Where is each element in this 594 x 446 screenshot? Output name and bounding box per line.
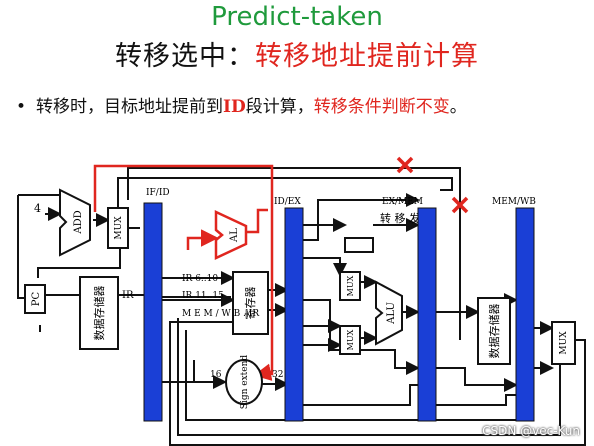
- data-memory: [477, 297, 511, 365]
- watermark: CSDN @vec-Kun: [482, 424, 580, 438]
- alu-label: ALU: [386, 302, 397, 325]
- removed-path-marks: [396, 156, 469, 214]
- title-prefix: 转移选中：: [115, 41, 255, 72]
- sign-extend: [225, 359, 263, 405]
- pc-mux-label: MUX: [114, 216, 124, 240]
- ex-mem-register: [417, 207, 437, 422]
- branch-condition-box: [344, 237, 374, 253]
- alu-mux-a-label: MUX: [346, 275, 355, 296]
- pc-mux: [107, 207, 129, 249]
- alu-mux-b-label: MUX: [346, 329, 355, 350]
- wires: [17, 167, 586, 446]
- adder: [59, 188, 91, 257]
- pc-register: [24, 284, 46, 314]
- register-file-label: 寄存器: [243, 287, 257, 320]
- branch-target-adder: [214, 210, 248, 260]
- stage-label-mem-wb: MEM/WB: [492, 197, 536, 207]
- new-branch-path: [93, 164, 274, 381]
- bullet-text-1: 转移时，目标地址提前到: [36, 97, 223, 117]
- bits-16-label: 16: [210, 370, 222, 380]
- bullet-point: • 转移时，目标地址提前到ID段计算，转移条件判断不变。: [16, 92, 467, 117]
- alu-mux-a: [339, 271, 361, 301]
- if-id-register: [143, 202, 163, 422]
- bullet-text-bold: ID: [223, 97, 246, 117]
- mem-wb-ir-label: M E M / W B . IR: [182, 309, 259, 319]
- slide-subtitle: Predict-taken: [211, 2, 383, 32]
- instruction-memory: [79, 276, 119, 350]
- writeback-mux-label: MUX: [559, 331, 569, 355]
- pc-label: PC: [31, 291, 42, 306]
- instruction-memory-label: 数据存储器: [92, 286, 106, 341]
- stage-label-id-ex: ID/EX: [274, 197, 301, 207]
- data-memory-label: 数据存储器: [487, 304, 501, 359]
- slide-title: 转移选中：转移地址提前计算: [0, 34, 594, 73]
- stage-label-if-id: IF/ID: [146, 188, 170, 198]
- title-highlight: 转移地址提前计算: [255, 41, 479, 72]
- stage-label-ex-mem: EX/MEM: [382, 197, 423, 207]
- bullet-text-2: 段计算，: [245, 97, 314, 117]
- id-ex-register: [284, 207, 304, 422]
- ir-11-15-label: IR 11..15: [182, 291, 224, 301]
- sign-extend-label: Sign extend: [240, 355, 250, 410]
- add-label: ADD: [73, 210, 84, 234]
- register-file: [232, 271, 269, 335]
- bullet-marker: •: [16, 97, 27, 117]
- writeback-mux: [551, 321, 576, 365]
- bits-32-label: 32: [272, 370, 283, 380]
- pipeline-datapath-diagram: PC ADD 4 MUX 数据存储器 IR IF/ID AL 寄存器 IR 6.…: [17, 156, 586, 446]
- ir-6-10-label: IR 6..10: [182, 274, 218, 284]
- cross-mark-2b: [451, 196, 469, 214]
- branch-adder-label: AL: [229, 228, 240, 243]
- alu: [375, 280, 403, 346]
- mem-wb-register: [515, 207, 535, 422]
- bullet-text-end: 。: [449, 97, 467, 117]
- alu-mux-b: [339, 325, 361, 355]
- ir-label: IR: [122, 290, 134, 301]
- cross-mark-1b: [396, 156, 414, 174]
- bullet-text-red: 转移条件判断不变: [313, 97, 450, 117]
- constant-four: 4: [34, 202, 41, 215]
